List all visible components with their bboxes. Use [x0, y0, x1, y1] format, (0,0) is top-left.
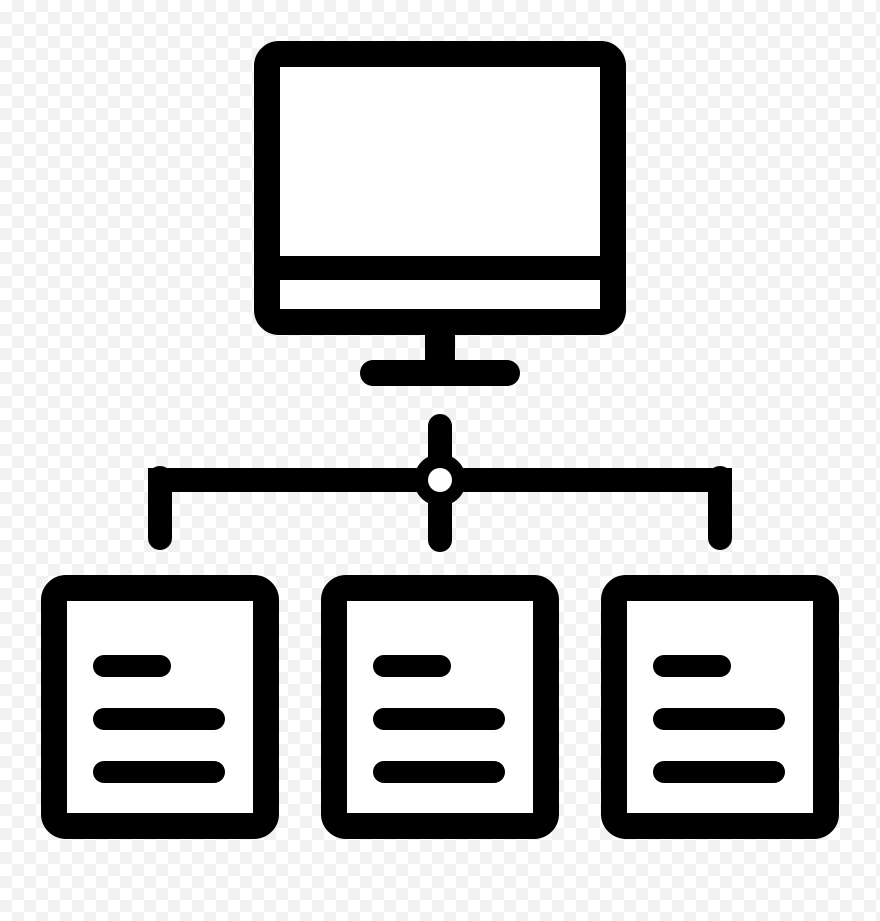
network-hub-icon	[148, 414, 732, 552]
document-icon	[41, 575, 279, 839]
monitor-frame	[254, 41, 626, 335]
monitor-stand	[360, 360, 520, 386]
document-icon	[601, 575, 839, 839]
monitor-bezel-divider	[280, 256, 600, 280]
document-frame	[41, 575, 279, 839]
document-frame	[601, 575, 839, 839]
monitor-icon	[254, 41, 626, 386]
document-frame	[321, 575, 559, 839]
document-icon	[321, 575, 559, 839]
hub-node-hole	[428, 468, 452, 492]
